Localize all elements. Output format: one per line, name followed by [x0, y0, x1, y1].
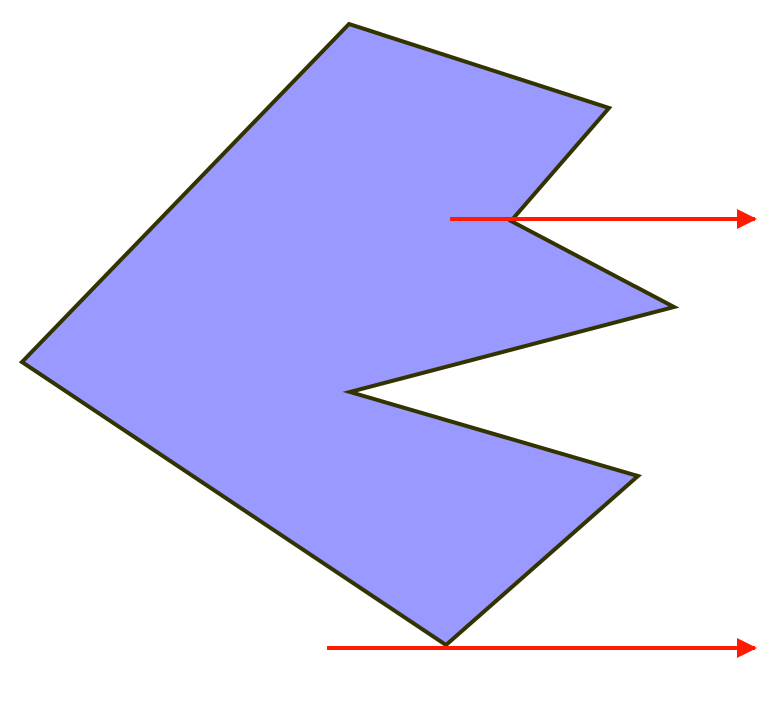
concave-polygon: [18, 21, 680, 648]
